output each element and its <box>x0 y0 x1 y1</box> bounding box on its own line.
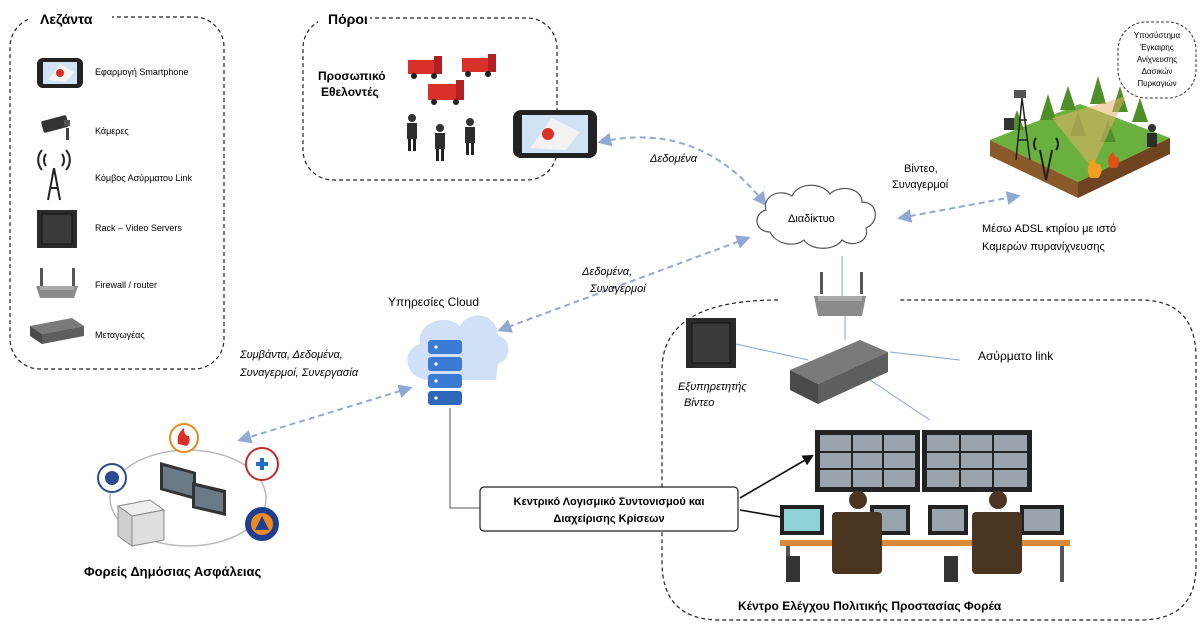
incidents-label-1: Συμβάντα, Δεδομένα, <box>239 349 343 361</box>
pc-tower-icon <box>944 556 958 582</box>
firefighter-icon <box>407 114 417 151</box>
legend-item-label: Μεταγωγέας <box>95 330 145 340</box>
firefighter-icon <box>465 118 475 155</box>
staff-label-line2: Εθελοντές <box>321 85 379 99</box>
fire-service-logo-icon <box>169 423 199 453</box>
legend-item-label: Κάμερες <box>95 126 129 136</box>
fire-truck-icon <box>428 80 464 105</box>
smartphone-icon <box>37 58 83 88</box>
router-icon <box>814 272 866 316</box>
legend-item-label: Firewall / router <box>95 280 157 290</box>
data-alarms-label-1: Δεδομένα, <box>581 266 632 278</box>
central-software-box: Κεντρικό Λογισμικό Συντονισμού και Διαχε… <box>479 486 739 532</box>
video-alarms-label-1: Βίντεο, <box>904 163 938 175</box>
data-label-top: Δεδομένα <box>649 153 698 165</box>
server-icon <box>116 499 166 547</box>
monitor-icon <box>160 462 226 516</box>
fire-system-line: Δασικών <box>1142 67 1173 76</box>
wireless-link-label: Ασύρματο link <box>978 349 1054 363</box>
rack-icon <box>686 318 736 368</box>
control-center-box: Ασύρματο link Εξυπηρετητής Βίντεο <box>661 272 1197 621</box>
rack-icon <box>37 210 77 248</box>
civil-protection-logo-icon <box>245 507 279 541</box>
public-safety-group: Φορείς Δημόσιας Ασφάλειας <box>84 423 279 579</box>
staff-label-line1: Προσωπικό <box>318 69 386 83</box>
data-alarms-label-2: Συναγερμοί <box>589 283 647 295</box>
internet-cloud: Διαδίκτυο <box>756 184 876 249</box>
connector-lines <box>237 132 1021 527</box>
antenna-icon <box>37 149 71 201</box>
fire-truck-icon <box>462 54 496 77</box>
legend-item-label: Rack – Video Servers <box>95 223 182 233</box>
fire-system-line: Ανίχνευσης <box>1137 55 1177 64</box>
incidents-label-2: Συναγερμοί, Συνεργασία <box>239 367 359 379</box>
ambulance-logo-icon <box>245 447 279 481</box>
resources-title: Πόροι <box>328 11 368 27</box>
switch-icon <box>790 340 888 404</box>
router-icon <box>36 268 78 298</box>
fire-truck-icon <box>408 56 442 79</box>
smartphone-icon <box>513 110 597 158</box>
fire-system-line: Έγκαιρης <box>1139 43 1174 52</box>
legend-item-label: Κόμβος Ασύρματου Link <box>95 173 192 183</box>
adsl-label-2: Καμερών πυρανίχνευσης <box>982 241 1105 253</box>
adsl-label-1: Μέσω ADSL κτιρίου με ιστό <box>982 223 1116 235</box>
pc-tower-icon <box>786 556 800 582</box>
video-server-label-1: Εξυπηρετητής <box>678 381 747 393</box>
internet-label: Διαδίκτυο <box>788 213 835 225</box>
desk-icon <box>780 540 1070 546</box>
switch-icon <box>30 318 84 344</box>
fire-system-box: Υποσύστημα Έγκαιρης Ανίχνευσης Δασικών Π… <box>1117 21 1197 99</box>
legend-box: Λεζάντα Εφαρμογή Smartphone Κάμερες Κόμβ… <box>9 8 225 370</box>
fire-system-line: Πυρκαγιών <box>1137 79 1176 88</box>
cloud-services-icon <box>407 315 509 405</box>
legend-title: Λεζάντα <box>40 11 93 27</box>
central-software-line2: Διαχείρισης Κρίσεων <box>553 513 664 525</box>
fire-system-line: Υποσύστημα <box>1134 31 1181 40</box>
camera-icon <box>41 115 70 140</box>
police-logo-icon <box>97 463 127 493</box>
resources-box: Πόροι Προσωπικό Εθελοντές <box>302 9 597 181</box>
firefighter-icon <box>435 124 445 161</box>
fire-detection-scene <box>990 76 1170 198</box>
legend-item-label: Εφαρμογή Smartphone <box>95 67 188 77</box>
video-server-label-2: Βίντεο <box>684 397 714 409</box>
control-center-label: Κέντρο Ελέγχου Πολιτικής Προστασίας Φορέ… <box>738 599 1002 613</box>
public-safety-label: Φορείς Δημόσιας Ασφάλειας <box>84 564 261 579</box>
operator-icon <box>972 491 1022 574</box>
video-alarms-label-2: Συναγερμοί <box>892 179 949 191</box>
cloud-title: Υπηρεσίες Cloud <box>388 295 479 309</box>
video-wall-icon <box>922 430 1032 492</box>
central-software-line1: Κεντρικό Λογισμικό Συντονισμού και <box>514 496 705 508</box>
operator-icon <box>832 491 882 574</box>
video-wall-icon <box>815 430 920 492</box>
